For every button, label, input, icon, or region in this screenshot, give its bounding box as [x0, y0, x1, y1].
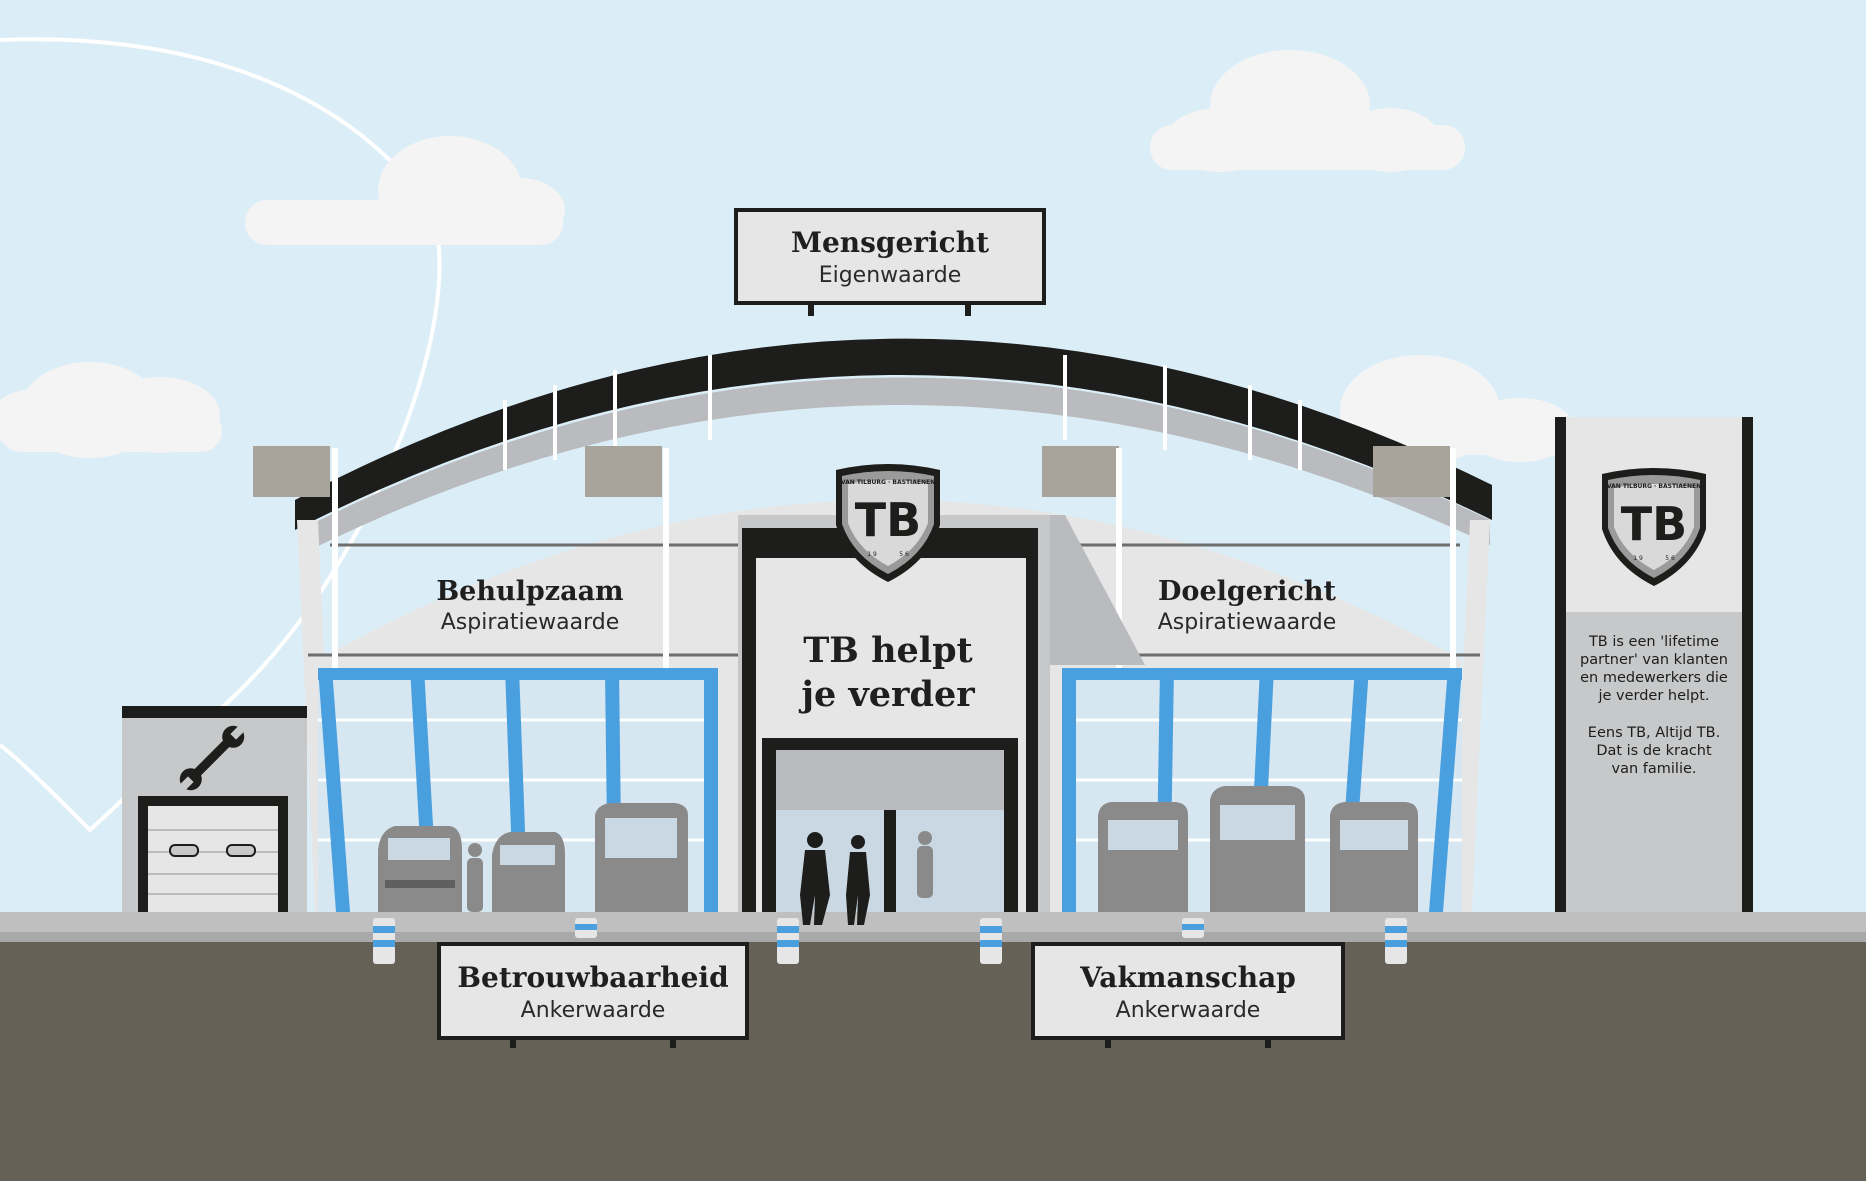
logo-initials: TB	[855, 493, 921, 547]
entrance-side-wall	[1040, 515, 1145, 665]
sign-top-title: Mensgericht	[791, 226, 989, 259]
label-left-title: Behulpzaam	[436, 576, 623, 607]
cloud-left	[0, 362, 222, 458]
entrance-door-transom	[776, 750, 1004, 810]
bollards	[373, 918, 1407, 964]
pylon-logo-year-right: 5 6	[1665, 555, 1675, 562]
sign-bottom-right: Vakmanschap Ankerwaarde	[1031, 942, 1345, 1048]
cloud-upper-right	[1150, 50, 1465, 172]
sign-bottom-left-title: Betrouwbaarheid	[457, 961, 728, 994]
label-right-subtitle: Aspiratiewaarde	[1158, 610, 1337, 635]
sign-bottom-right-subtitle: Ankerwaarde	[1116, 998, 1261, 1023]
pylon-text-line: partner' van klanten	[1580, 652, 1728, 668]
pylon-text-line: TB is een 'lifetime	[1588, 634, 1719, 650]
roof-posts	[503, 355, 1302, 470]
pylon-text-line: Eens TB, Altijd TB.	[1588, 725, 1720, 741]
roof-arch-inner	[300, 377, 1490, 555]
pylon-text: TB is een 'lifetime partner' van klanten…	[1580, 634, 1728, 777]
sign-bottom-right-title: Vakmanschap	[1079, 961, 1296, 994]
truck-1	[1098, 802, 1188, 912]
pylon-text-line: en medewerkers die	[1580, 670, 1728, 686]
logo-year-left: 1 9	[867, 551, 877, 558]
sign-bottom-left: Betrouwbaarheid Ankerwaarde	[437, 942, 749, 1048]
truck-3	[1330, 802, 1418, 912]
pylon-logo-arc-text: VAN TILBURG · BASTIAENEN	[1607, 483, 1701, 490]
person-silhouette-inside	[917, 831, 933, 898]
vehicle-van-left	[378, 826, 462, 912]
sign-top-subtitle: Eigenwaarde	[819, 263, 962, 288]
label-left-subtitle: Aspiratiewaarde	[441, 610, 620, 635]
pylon-text-line: je verder helpt.	[1597, 688, 1709, 704]
vehicle-camper	[492, 832, 565, 912]
tb-logo-center: VAN TILBURG · BASTIAENEN TB 1 9 5 6	[836, 464, 940, 582]
pylon-logo-year-left: 1 9	[1633, 555, 1643, 562]
logo-year-right: 5 6	[899, 551, 909, 558]
sign-top: Mensgericht Eigenwaarde	[734, 208, 1046, 316]
sidewalk-edge	[0, 932, 1866, 942]
vehicle-bus	[595, 803, 688, 912]
label-right-title: Doelgericht	[1158, 576, 1336, 607]
center-slogan-line2: je verder	[798, 674, 975, 715]
pylon-logo-initials: TB	[1621, 497, 1687, 551]
spotlights	[253, 446, 1450, 497]
logo-arc-text: VAN TILBURG · BASTIAENEN	[841, 479, 935, 486]
tb-pylon	[1555, 417, 1753, 912]
pylon-text-line: Dat is de kracht	[1596, 743, 1712, 759]
cloud-upper-left	[245, 136, 565, 245]
sign-bottom-left-subtitle: Ankerwaarde	[521, 998, 666, 1023]
workshop-building	[122, 706, 307, 912]
road	[0, 940, 1866, 1181]
pylon-text-line: van familie.	[1612, 761, 1697, 777]
people-walking	[800, 832, 870, 925]
center-slogan-line1: TB helpt	[803, 630, 972, 671]
tb-logo-pylon: VAN TILBURG · BASTIAENEN TB 1 9 5 6	[1602, 468, 1706, 586]
roof-arch-outer	[295, 338, 1492, 530]
wrench-icon	[178, 724, 246, 792]
decorative-swoosh-line	[0, 37, 442, 833]
person-silhouette-left	[467, 843, 483, 912]
truck-2	[1210, 786, 1305, 912]
